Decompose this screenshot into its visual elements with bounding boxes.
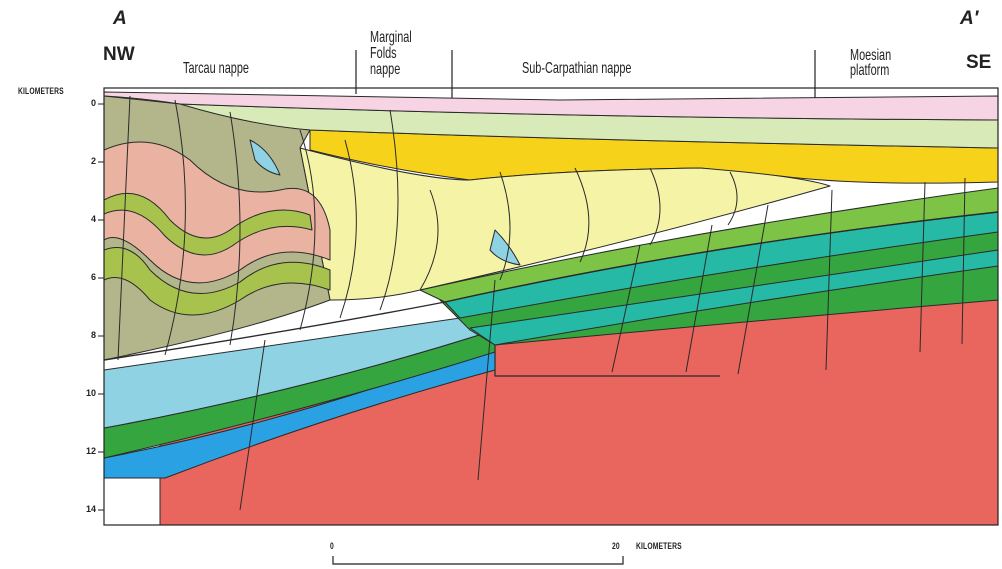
thrust-fault [499,171,511,281]
thrust-fault [164,99,186,356]
depth-tick-label: 14 [85,504,96,514]
light-blue-lens [249,139,281,176]
unit-label-line: nappe [370,61,401,78]
fault-line [685,224,713,373]
thrust-fault [379,109,399,311]
fault-line [737,204,769,375]
thrust-fault [229,111,241,346]
depth-tick-label: 8 [90,330,96,340]
unit-label-tarcau: Tarcau nappe [183,60,249,77]
thrust-fault [649,167,661,246]
scale-bar-end: 20 [612,541,620,551]
unit-label-moesian: Moesian platform [850,47,892,79]
start-direction: NW [103,44,135,65]
thrust-fault [727,171,738,226]
teal-layer-lower [469,249,998,346]
lime-fold-layer-2 [104,192,313,256]
scale-bar-start: 0 [330,541,334,551]
depth-axis [98,103,104,511]
unit-label-line: Marginal [370,29,412,46]
thrust-fault [117,95,131,361]
section-start-label: A [113,8,127,29]
fault-line [239,339,266,511]
depth-tick-label: 4 [90,214,96,224]
pink-surface-layer [104,91,998,121]
depth-tick-label: 6 [90,272,96,282]
thrust-fault [299,129,316,331]
scale-bar-unit: KILOMETERS [636,541,682,551]
unit-label-line: Moesian [850,47,892,64]
unit-label-line: platform [850,62,890,79]
fault-line [825,189,833,371]
section-end-label: A′ [960,8,979,29]
depth-axis-label: KILOMETERS [18,86,64,96]
basal-thrust [104,211,998,361]
light-blue-lens-2 [489,229,521,266]
salmon-fold-layer [104,141,331,284]
depth-tick-label: 0 [90,98,96,108]
fault-line [477,279,496,481]
thrust-fault [419,189,439,291]
scale-bar [332,556,624,565]
lime-fold-layer [104,247,331,316]
unit-label-marginal-folds: Marginal Folds nappe [370,30,412,78]
fault-line [919,181,926,353]
depth-tick-label: 10 [85,388,96,398]
thrust-fault [574,167,590,263]
thrust-fault [339,139,357,319]
platform-step [494,345,720,377]
fault-line [961,177,966,345]
end-direction: SE [966,52,992,73]
unit-label-line: Folds [370,45,397,62]
fault-line [611,244,641,373]
depth-tick-label: 12 [85,446,96,456]
depth-tick-label: 2 [90,156,96,166]
unit-label-sub-carpathian: Sub-Carpathian nappe [522,60,632,77]
section-frame [103,87,999,526]
